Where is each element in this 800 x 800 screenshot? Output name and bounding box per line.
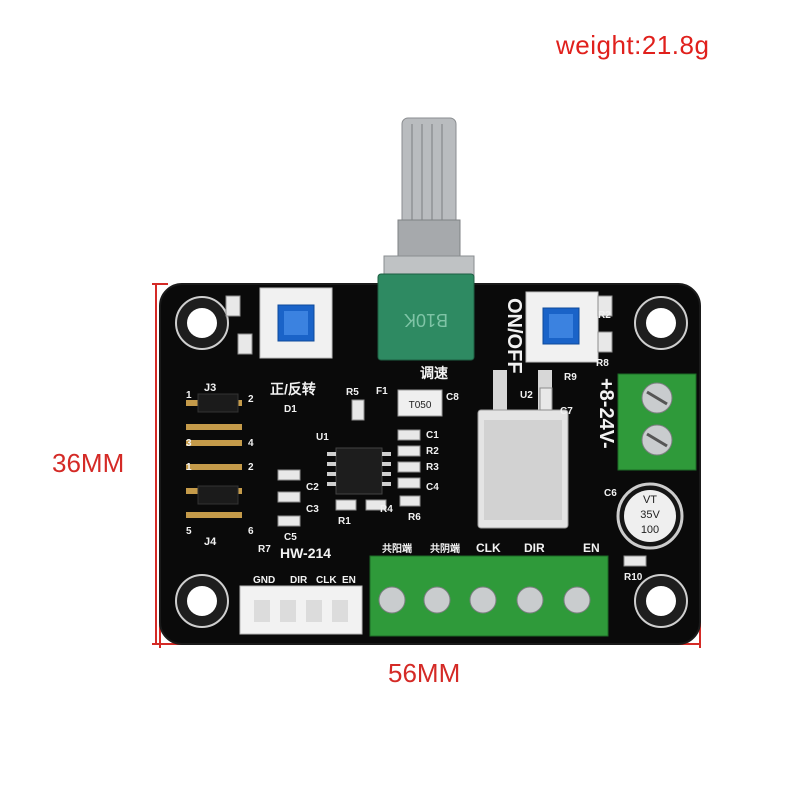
pin-6: 6 xyxy=(248,526,254,537)
pin-2-top: 2 xyxy=(248,394,254,405)
ref-c4: C4 xyxy=(426,482,439,493)
width-dimension-label: 56MM xyxy=(388,658,461,688)
voltage-label: +8-24V- xyxy=(595,378,617,449)
ref-u2: U2 xyxy=(520,390,533,401)
capacitor-rating-vt: VT xyxy=(643,494,657,506)
ref-c2: C2 xyxy=(306,482,319,493)
fuse-chip: T050 xyxy=(397,389,443,417)
direction-label: 正/反转 xyxy=(270,381,316,397)
svg-text:B10K: B10K xyxy=(404,310,448,330)
ref-c7: C7 xyxy=(560,406,573,417)
jumper-j3-label: J3 xyxy=(204,382,216,394)
height-dimension-label: 36MM xyxy=(52,448,125,478)
voltage-regulator xyxy=(477,370,569,529)
capacitor-rating-voltage: 35V xyxy=(640,509,660,521)
terminal-common-cathode-label: 共阴端 xyxy=(430,542,460,555)
chip-label: T050 xyxy=(409,400,432,411)
pin-2-bottom: 2 xyxy=(248,462,254,473)
ref-r9: R9 xyxy=(564,372,577,383)
power-terminal xyxy=(617,373,697,471)
terminal-common-anode-label: 共阳端 xyxy=(382,542,412,555)
pin-numbers: 1 2 3 4 1 2 5 6 xyxy=(186,390,254,537)
pin-4: 4 xyxy=(248,438,254,449)
pin-3: 3 xyxy=(186,438,192,449)
model-label: HW-214 xyxy=(280,545,331,561)
power-button xyxy=(525,291,599,363)
ref-d1: D1 xyxy=(284,404,297,415)
speed-label: 调速 xyxy=(420,365,448,381)
ref-f1: F1 xyxy=(376,386,388,397)
ref-c6: C6 xyxy=(604,488,617,499)
potentiometer: B10K xyxy=(377,117,475,361)
ref-r2: R2 xyxy=(426,446,439,457)
pin-1-top: 1 xyxy=(186,390,192,401)
connector-clk-label: CLK xyxy=(316,575,337,586)
ref-r6: R6 xyxy=(408,512,421,523)
ref-r8: R8 xyxy=(596,358,609,369)
ref-r3: R3 xyxy=(426,462,439,473)
capacitor-rating-value: 100 xyxy=(641,524,659,536)
ref-c5: C5 xyxy=(284,532,297,543)
connector-en-label: EN xyxy=(342,575,356,586)
capacitor: VT 35V 100 xyxy=(616,482,684,550)
ref-u1: U1 xyxy=(316,432,329,443)
connector-gnd-label: GND xyxy=(253,575,275,586)
direction-button xyxy=(259,287,333,359)
mounting-holes xyxy=(175,296,688,628)
motor-terminal xyxy=(369,555,609,637)
connector-dir-label: DIR xyxy=(290,575,308,586)
terminal-dir-label: DIR xyxy=(524,541,545,555)
signal-connector xyxy=(239,585,363,635)
ref-r7: R7 xyxy=(258,544,271,555)
switch-label: ON/OFF xyxy=(503,298,525,374)
main-ic xyxy=(327,447,391,495)
pin-1-bottom: 1 xyxy=(186,462,192,473)
ref-r2-top: R2 xyxy=(598,310,611,321)
ref-r10: R10 xyxy=(624,572,643,583)
weight-label: weight:21.8g xyxy=(556,30,710,60)
terminal-en-label: EN xyxy=(583,541,600,555)
terminal-clk-label: CLK xyxy=(476,541,501,555)
smd-components xyxy=(225,295,647,567)
ref-c8: C8 xyxy=(446,392,459,403)
jumper-j4-label: J4 xyxy=(204,536,217,548)
pin-5: 5 xyxy=(186,526,192,537)
jumper-headers xyxy=(186,393,242,518)
reference-designators: R5 C8 U2 R9 C7 U1 D1 C1 R2 R3 C4 R1 R4 R… xyxy=(258,310,643,583)
ref-r4: R4 xyxy=(380,504,393,515)
ref-c1: C1 xyxy=(426,430,439,441)
ref-c3: C3 xyxy=(306,504,319,515)
ref-r5: R5 xyxy=(346,387,359,398)
ref-r1: R1 xyxy=(338,516,351,527)
